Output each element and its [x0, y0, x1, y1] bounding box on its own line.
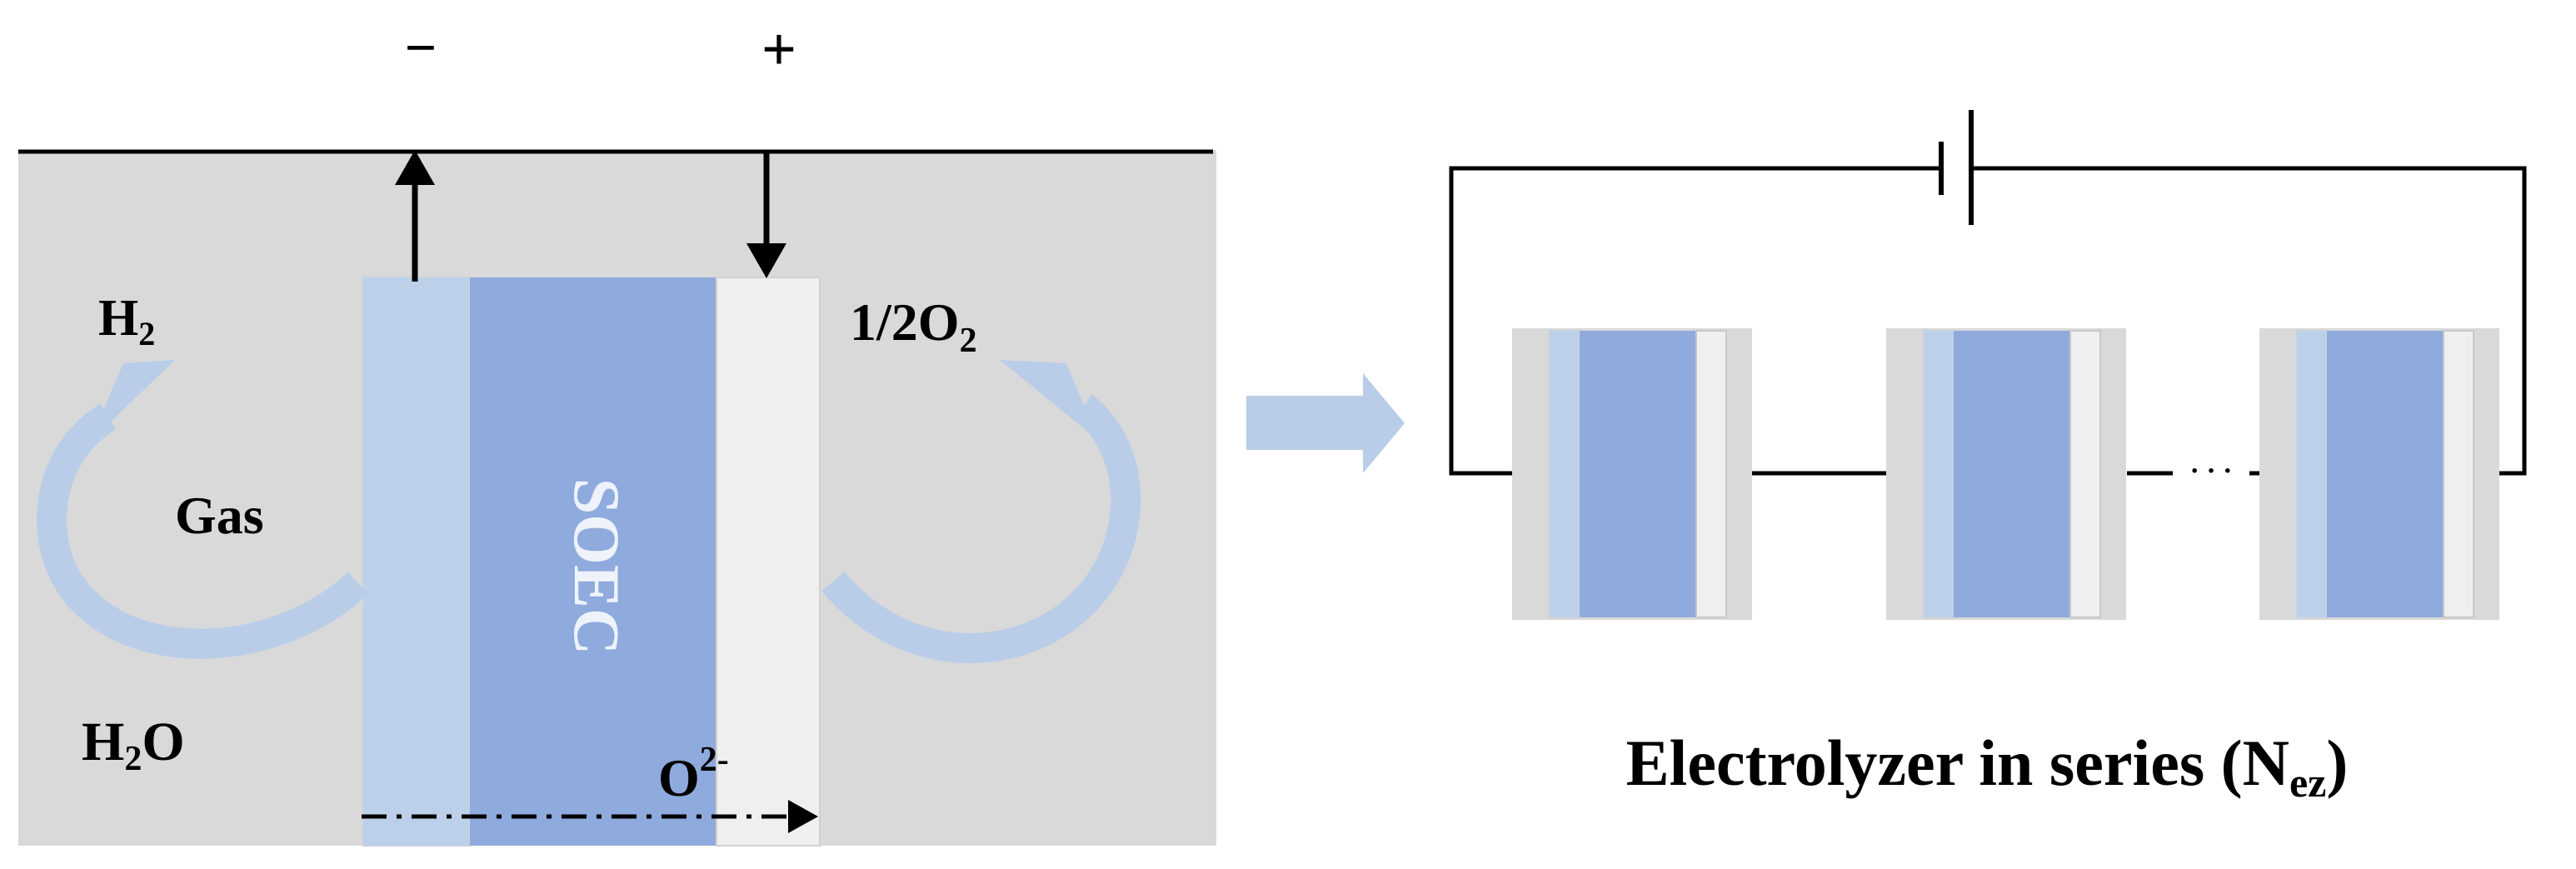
anode-layer [716, 277, 821, 847]
h2-label: H2 [98, 290, 155, 352]
half-o2-label: 1/2O2 [850, 292, 977, 360]
electrolyzer-cell-1 [1512, 328, 1752, 620]
series-ellipsis: · · · [2189, 456, 2232, 487]
soec-label: SOEC [561, 478, 633, 655]
cathode-layer [362, 277, 471, 847]
electron-out-arrow [395, 150, 435, 282]
minus-terminal-label: − [405, 16, 437, 79]
transition-arrow [1246, 373, 1405, 473]
electron-in-arrow [746, 152, 786, 278]
battery-icon [1939, 110, 1974, 225]
oxygen-ion-flow-arrow [362, 800, 818, 833]
electrolyzer-cell-2 [1886, 328, 2126, 620]
oxygen-ion-label: O2- [658, 741, 729, 807]
left-gas-circulation-arrow [36, 360, 369, 659]
h2o-label: H2O [82, 712, 185, 778]
soec-cell-panel: SOEC − + H2 1/2O2 Gas H2O [18, 16, 1216, 847]
gas-label: Gas [175, 486, 264, 545]
right-gas-circulation-arrow [821, 360, 1141, 663]
series-circuit-panel: · · · Electrolyzer in series (Nez) [1449, 110, 2527, 806]
series-caption: Electrolyzer in series (Nez) [1626, 727, 2349, 806]
circuit-wires [1449, 166, 2527, 476]
plus-terminal-label: + [761, 16, 796, 84]
electrolyzer-cell-n [2259, 328, 2499, 620]
electrolyte-layer [470, 277, 716, 846]
